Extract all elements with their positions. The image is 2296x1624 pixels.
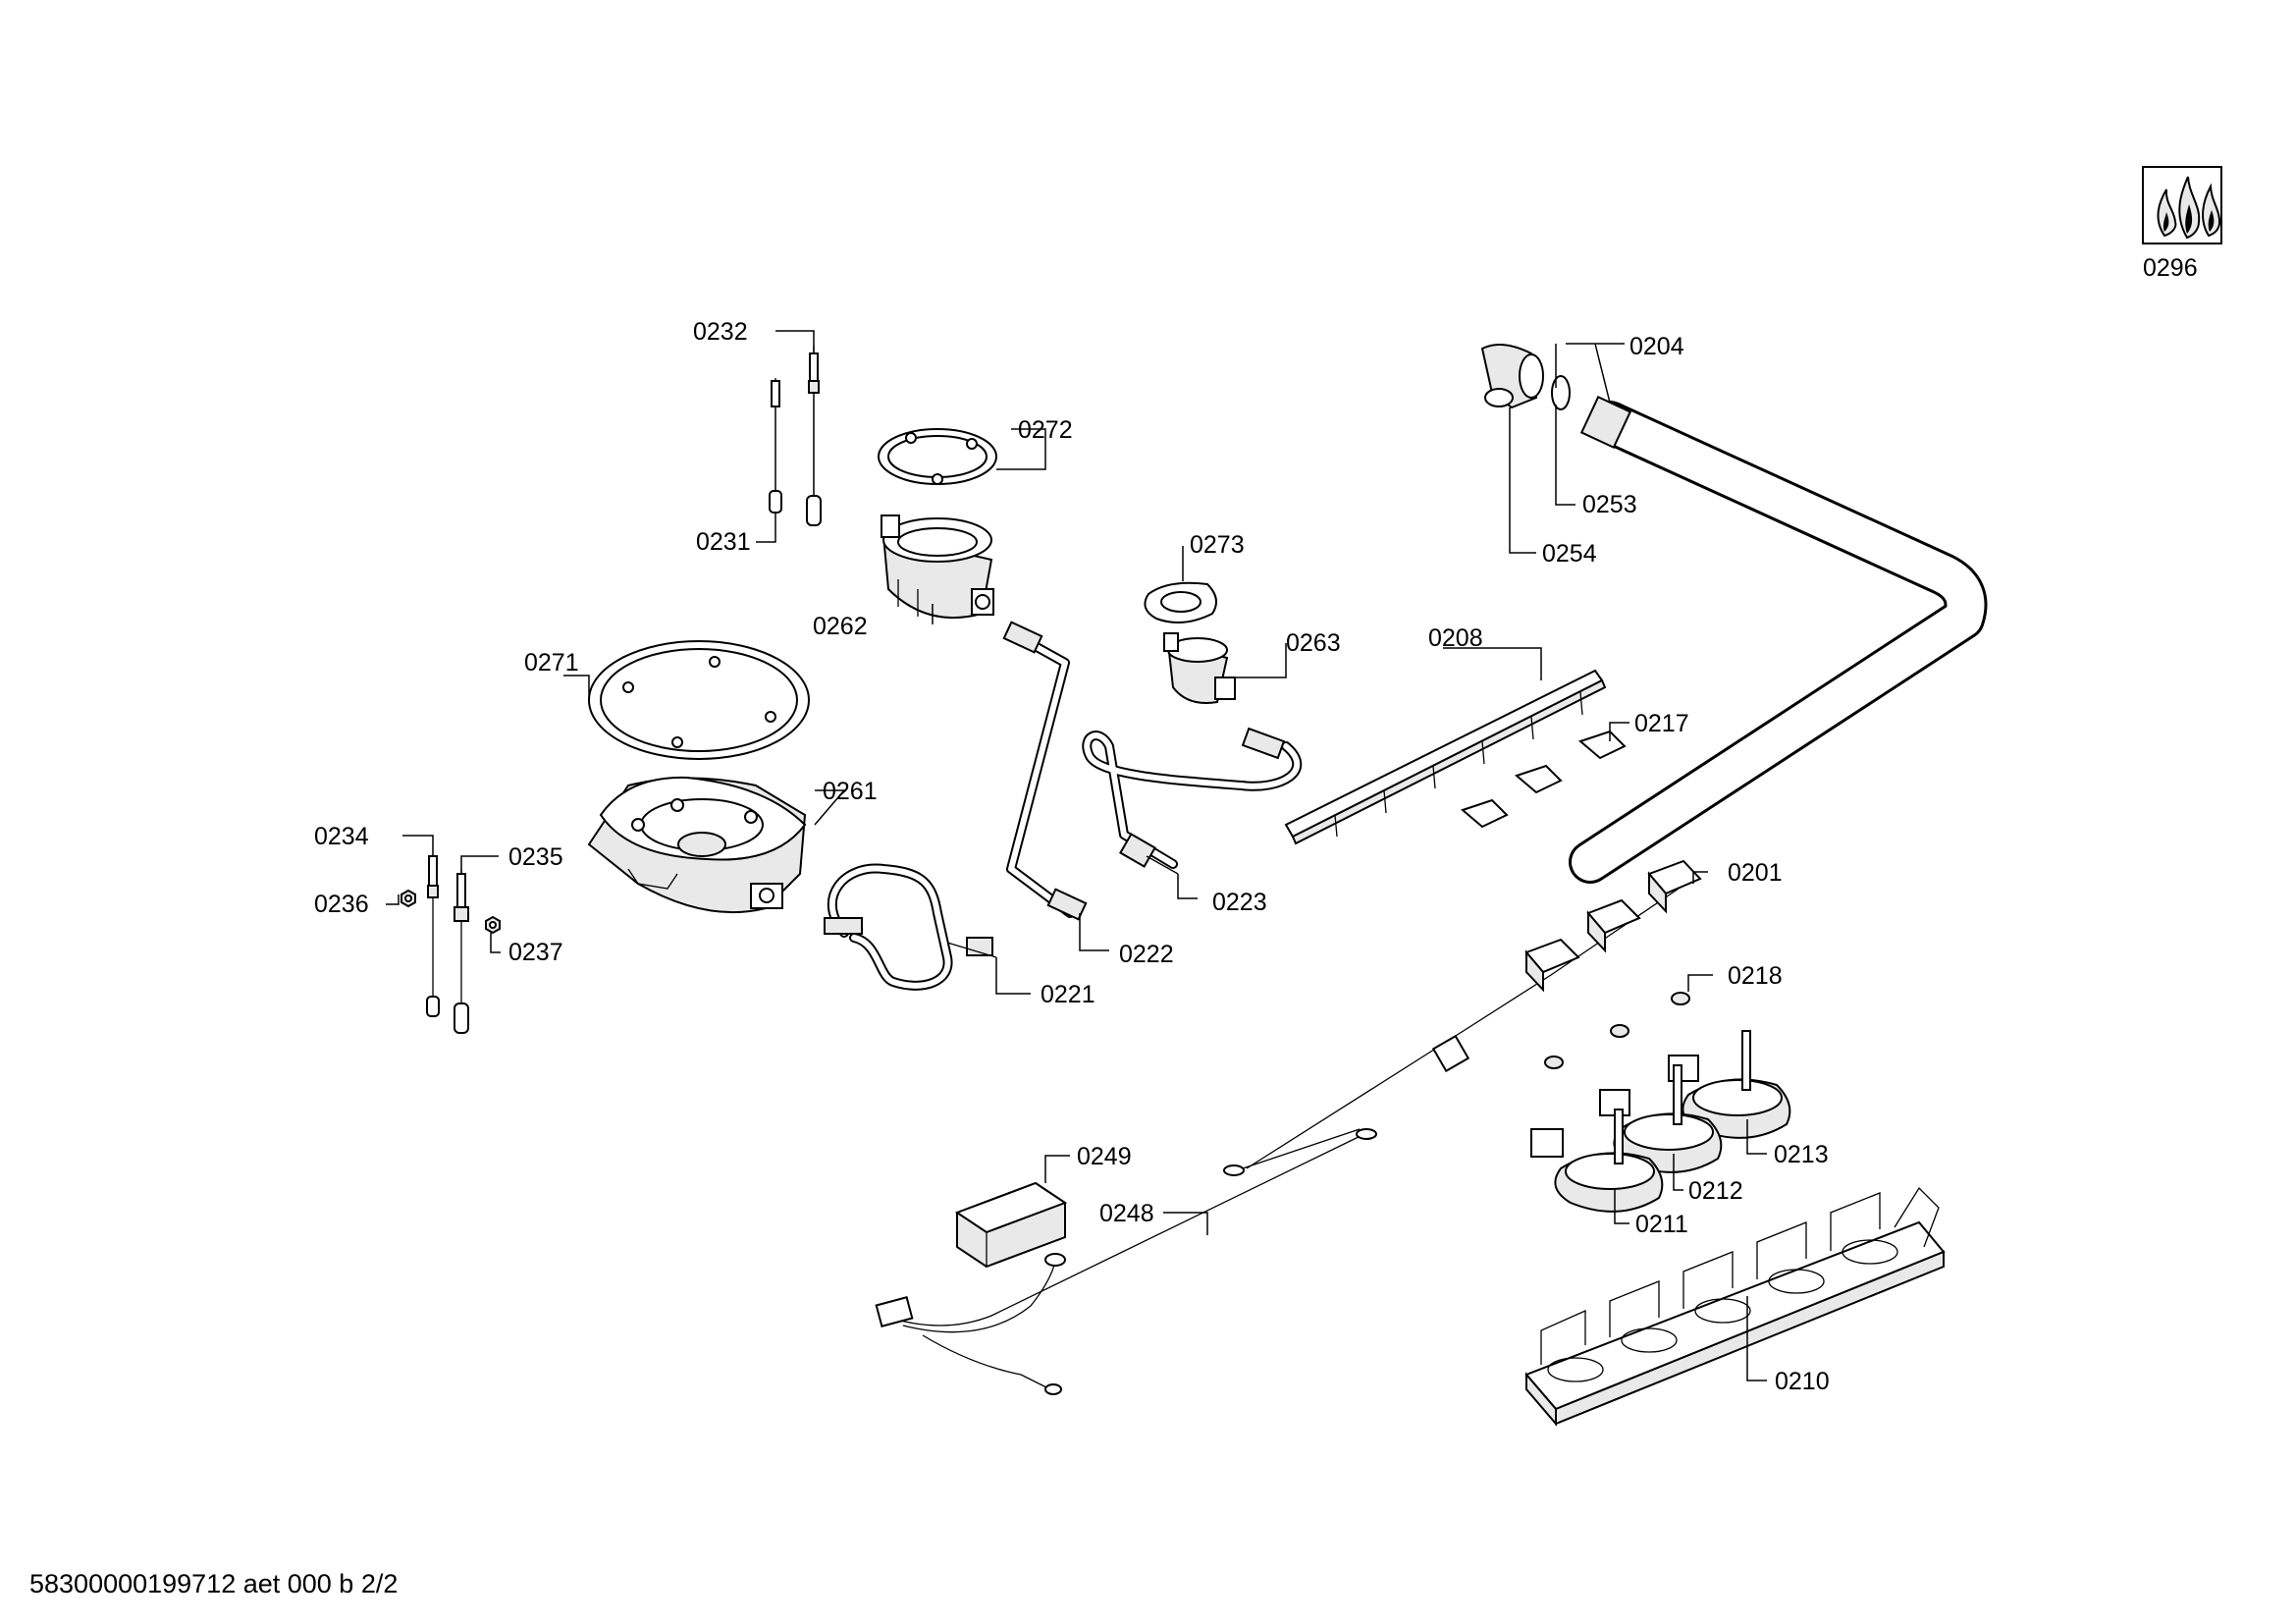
part-0263-fitting [1163, 632, 1236, 704]
part-0218-washers [1544, 992, 1690, 1069]
part-0217-clips [1461, 730, 1627, 829]
part-labels: 0296 0232 0231 0272 0262 0204 0253 0254 … [314, 254, 2198, 1395]
label-0223: 0223 [1212, 889, 1267, 916]
label-0217: 0217 [1634, 710, 1689, 737]
label-0273: 0273 [1190, 531, 1245, 559]
part-0273-gasket [1144, 581, 1217, 623]
terminal-block-1 [1524, 938, 1580, 993]
label-0254: 0254 [1542, 540, 1597, 568]
label-0271: 0271 [524, 649, 579, 677]
label-0213: 0213 [1774, 1141, 1829, 1168]
label-0212: 0212 [1688, 1177, 1743, 1205]
part-0271-gasket-ring [588, 640, 810, 760]
label-0234: 0234 [314, 823, 369, 850]
label-0248: 0248 [1099, 1200, 1154, 1227]
label-0236: 0236 [314, 891, 369, 918]
label-0232: 0232 [693, 318, 748, 346]
label-0253: 0253 [1582, 491, 1637, 518]
part-0201-wiring-strip [1246, 859, 1702, 1169]
part-0262-burner-cup [881, 514, 994, 620]
terminal-block-3 [1647, 859, 1702, 914]
label-0218: 0218 [1728, 962, 1783, 990]
part-0248-cable-harness [875, 1128, 1377, 1395]
part-0222-pipe [1002, 621, 1088, 921]
label-0211: 0211 [1635, 1211, 1688, 1238]
label-0235: 0235 [508, 843, 563, 871]
label-0208: 0208 [1428, 624, 1483, 652]
label-0261: 0261 [823, 778, 878, 805]
leader-lines [386, 330, 1767, 1381]
terminal-block-2 [1586, 898, 1641, 953]
label-0210: 0210 [1775, 1368, 1830, 1395]
part-0208-rail [1284, 669, 1607, 845]
part-0221-loop-tube [824, 863, 997, 991]
part-0253-seal-ring [1551, 375, 1571, 410]
label-0272: 0272 [1018, 416, 1073, 444]
part-0211-gas-valve [1530, 1109, 1664, 1213]
document-id: 58300000199712 aet 000 b 2/2 [29, 1569, 399, 1598]
part-0261-burner-base [587, 776, 807, 914]
label-0263: 0263 [1286, 629, 1341, 657]
part-0296-flame-symbol [2142, 166, 2222, 244]
part-0210-holder-frame [1524, 1186, 1946, 1427]
label-0201: 0201 [1728, 859, 1783, 887]
part-0231-0232-probes [769, 346, 822, 526]
label-0204: 0204 [1629, 333, 1684, 360]
part-0249-connector [954, 1181, 1068, 1269]
label-0221: 0221 [1041, 981, 1095, 1008]
label-0249: 0249 [1077, 1143, 1132, 1170]
part-0204-gas-pipe [1569, 395, 1988, 884]
part-0223-pipe [1082, 727, 1303, 875]
label-0237: 0237 [508, 939, 563, 966]
label-0231: 0231 [696, 528, 751, 556]
part-0234-0237-electrodes [400, 855, 501, 1034]
label-0262: 0262 [813, 613, 868, 640]
part-0272-gasket [878, 428, 997, 485]
label-0296: 0296 [2143, 254, 2198, 282]
part-0254-elbow [1480, 344, 1544, 409]
label-0222: 0222 [1119, 941, 1174, 968]
